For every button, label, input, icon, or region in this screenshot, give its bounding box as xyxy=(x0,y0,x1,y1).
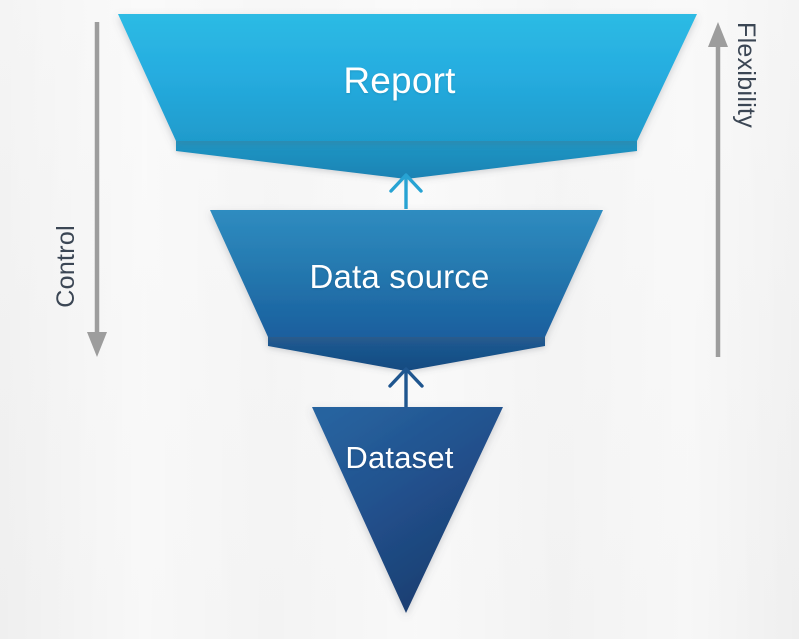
funnel-stage-report[interactable] xyxy=(118,14,697,179)
connector-arrowhead-upper xyxy=(389,173,423,193)
funnel-stage-dataset[interactable] xyxy=(312,407,503,613)
funnel-stage-data-source[interactable] xyxy=(210,210,603,371)
report-fold-band xyxy=(176,139,637,179)
data-source-fold-band xyxy=(268,334,545,371)
report-trapezoid xyxy=(118,14,697,141)
axis-label-control: Control xyxy=(52,225,80,308)
dataset-triangle xyxy=(312,407,503,613)
flexibility-axis-arrow xyxy=(708,22,728,357)
connector-data-source-to-report xyxy=(389,173,423,209)
control-axis-arrow xyxy=(87,22,107,357)
axis-label-flexibility: Flexibility xyxy=(732,22,760,129)
data-source-trapezoid xyxy=(210,210,603,337)
connector-arrowhead-lower xyxy=(388,367,424,388)
connector-dataset-to-data-source xyxy=(388,367,424,407)
flexibility-arrow-head xyxy=(708,22,728,47)
control-arrow-head xyxy=(87,332,107,357)
